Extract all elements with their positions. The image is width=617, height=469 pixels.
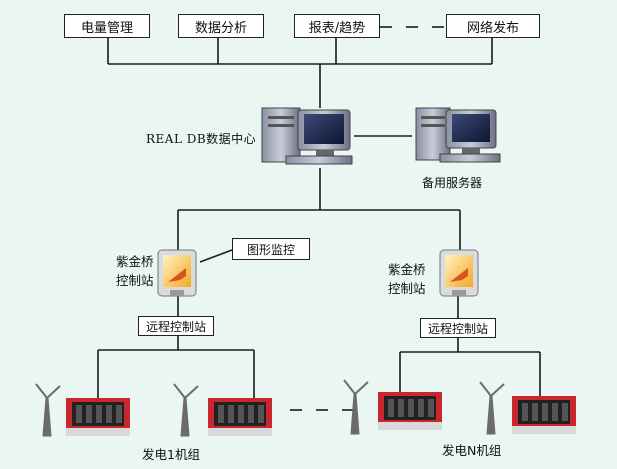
graphic-monitoring-callout: 图形监控 [232, 238, 310, 260]
module-box-data-analysis: 数据分析 [178, 14, 264, 38]
main-server-label: REAL DB数据中心 [146, 132, 257, 146]
station-name-line1: 紫金桥 [116, 254, 154, 269]
plc-rack-icon [512, 396, 576, 434]
server-computer-icon [261, 107, 353, 165]
module-box-power-management: 电量管理 [64, 14, 150, 38]
station-name-right: 紫金桥 控制站 [388, 260, 426, 298]
wind-turbine-icon [479, 381, 505, 435]
generator-group-label-right: 发电N机组 [442, 443, 502, 458]
monitor-station-icon [439, 249, 479, 297]
plc-rack-icon [208, 398, 272, 436]
generator-group-label-left: 发电1机组 [142, 447, 200, 462]
station-name-line1: 紫金桥 [388, 262, 426, 277]
plc-rack-icon [66, 398, 130, 436]
module-box-reports-trends: 报表/趋势 [294, 14, 380, 38]
backup-server-computer-icon [415, 107, 501, 163]
station-name-left: 紫金桥 控制站 [116, 252, 154, 290]
station-name-line2: 控制站 [116, 273, 154, 288]
remote-control-station-box-left: 远程控制站 [138, 316, 214, 336]
module-box-web-publishing: 网络发布 [446, 14, 540, 38]
wind-turbine-icon [343, 379, 369, 435]
wind-turbine-icon [173, 383, 199, 437]
station-name-line2: 控制站 [388, 281, 426, 296]
monitor-station-icon [157, 249, 197, 297]
remote-control-station-box-right: 远程控制站 [420, 318, 496, 338]
backup-server-label: 备用服务器 [422, 176, 483, 190]
plc-rack-icon [378, 392, 442, 430]
wind-turbine-icon [35, 383, 61, 437]
